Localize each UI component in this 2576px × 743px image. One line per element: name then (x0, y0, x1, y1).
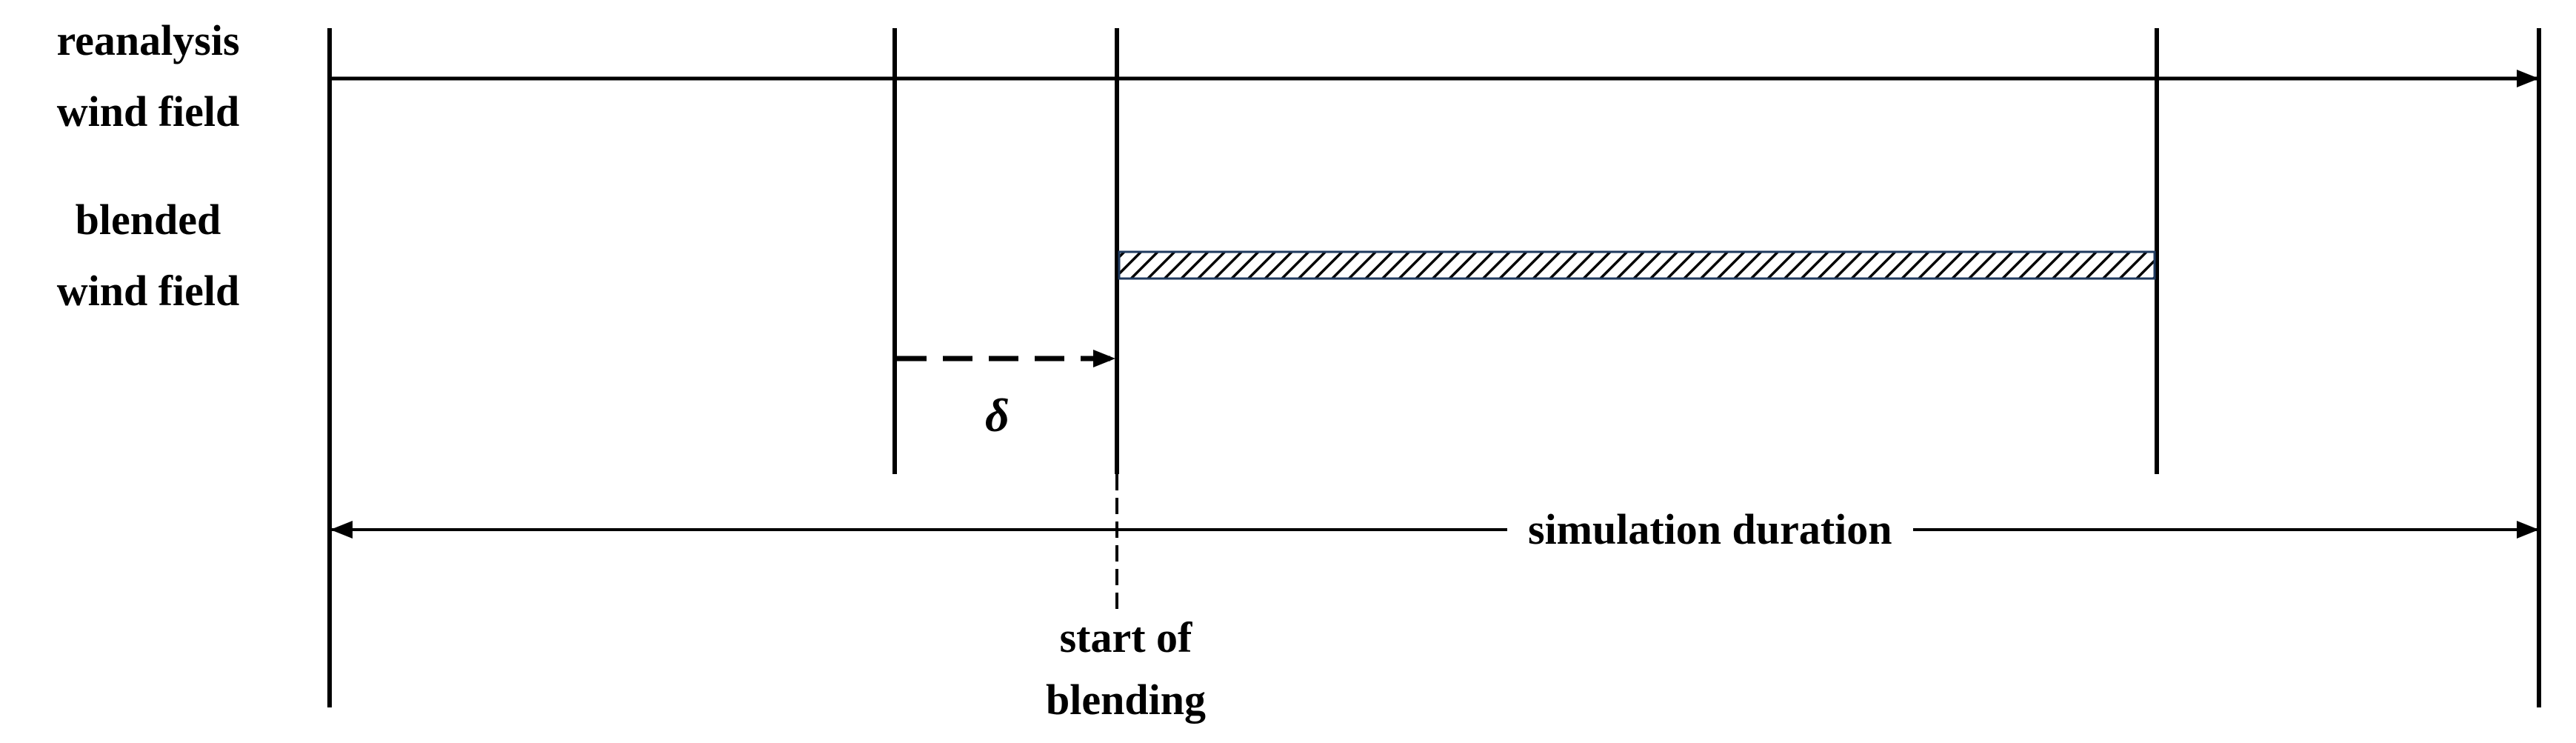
blended-label-line1: blended (75, 196, 221, 244)
simulation-duration-label: simulation duration (1507, 505, 1913, 554)
start-of-blending-label-line1: start of (1059, 613, 1192, 662)
blended-label-line2: wind field (56, 267, 240, 315)
reanalysis-label-line2: wind field (56, 87, 240, 136)
start-of-blending-label-line2: blending (1046, 676, 1206, 724)
delta-symbol: δ (985, 389, 1010, 442)
reanalysis-label-line1: reanalysis (56, 16, 240, 64)
blended-wind-field-bar (1118, 250, 2156, 280)
